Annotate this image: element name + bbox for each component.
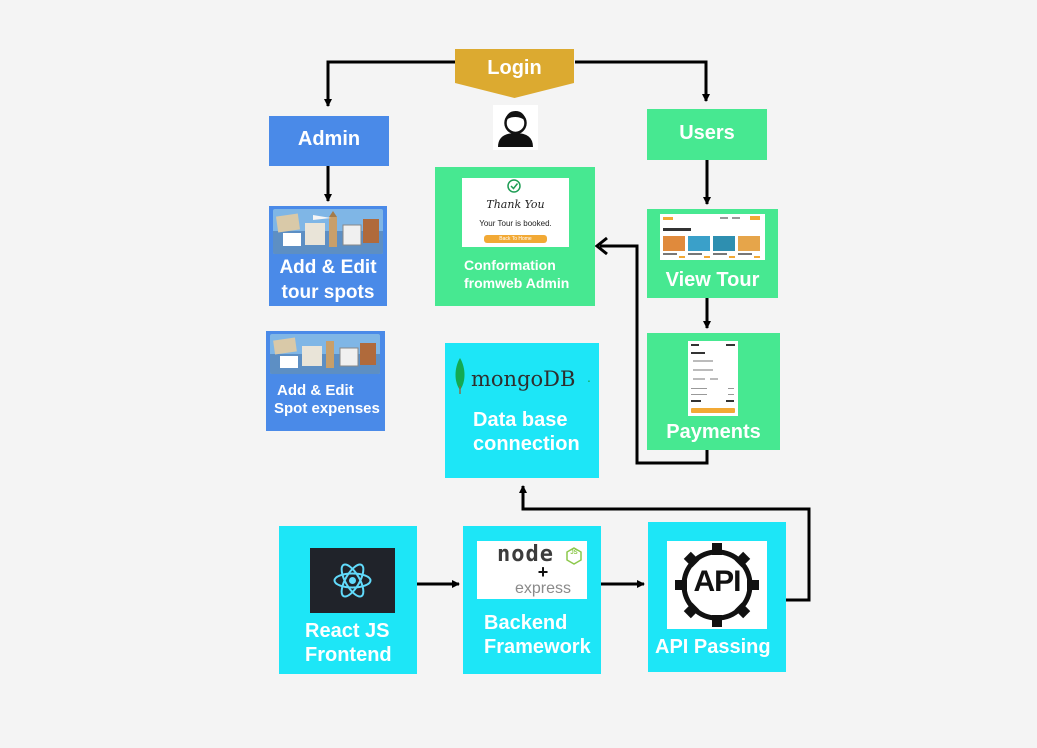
check-circle-icon	[507, 179, 521, 193]
open-arrowhead-confirmation	[594, 236, 608, 256]
database-label-1: Data base	[473, 409, 568, 431]
react-atom-icon	[333, 563, 372, 598]
thank-you-script: Thank You	[486, 198, 545, 211]
user-avatar	[493, 105, 538, 150]
back-home-button: Back To Home	[484, 235, 547, 243]
add-edit-tour-spots-node: Add & Edit tour spots	[269, 206, 387, 306]
react-label-2: Frontend	[305, 644, 392, 666]
database-node: mongoDB . Data base connection	[445, 343, 599, 478]
login-label: Login	[487, 57, 542, 79]
travel-collage-icon	[270, 334, 380, 374]
payment-form-screenshot	[688, 341, 738, 416]
confirmation-node: Thank You Your Tour is booked. Back To H…	[435, 167, 595, 306]
react-label-1: React JS	[305, 620, 390, 642]
api-gear-icon	[675, 543, 759, 627]
react-logo-tile	[310, 548, 395, 613]
users-node: Users	[647, 109, 767, 160]
person-icon	[498, 111, 533, 147]
express-logo-text: express	[514, 580, 572, 597]
confirmation-label-2: fromweb Admin	[464, 275, 570, 291]
travel-collage-image	[273, 209, 383, 254]
js-hexagon-icon	[566, 547, 582, 565]
arrow-login-to-users	[575, 60, 710, 102]
api-node: API API Passing	[648, 522, 786, 672]
tour-listing-icon	[663, 216, 760, 258]
admin-label: Admin	[297, 128, 361, 150]
api-logo-tile: API	[667, 541, 767, 629]
travel-collage-icon	[273, 209, 383, 254]
users-label: Users	[679, 122, 735, 144]
add-edit-spots-label-1: Add & Edit	[279, 257, 377, 278]
add-edit-spots-label-2: tour spots	[281, 282, 375, 303]
api-label: API Passing	[655, 636, 771, 658]
add-edit-expenses-label-1: Add & Edit	[277, 382, 354, 399]
payments-label: Payments	[666, 421, 761, 443]
react-node: React JS Frontend	[279, 526, 417, 674]
node-logo-text: node	[497, 542, 554, 567]
payment-form-icon	[691, 344, 735, 413]
api-logo-text: API	[693, 565, 741, 598]
login-banner-shape	[455, 49, 574, 98]
tour-listing-screenshot	[660, 214, 765, 260]
node-js-badge: JS	[570, 550, 578, 556]
view-tour-node: View Tour	[647, 209, 778, 298]
confirmation-label-1: Conformation	[464, 257, 556, 273]
add-edit-spot-expenses-node: Add & Edit Spot expenses	[266, 331, 385, 431]
backend-label-1: Backend	[484, 612, 568, 634]
admin-node: Admin	[269, 116, 389, 166]
mongodb-leaf-icon	[455, 358, 465, 394]
backend-label-2: Framework	[484, 636, 591, 658]
view-tour-label: View Tour	[665, 269, 760, 291]
travel-collage-image-2	[270, 334, 380, 374]
arrow-login-to-admin	[324, 60, 458, 107]
payments-node: Payments	[647, 333, 780, 450]
plus-sign: +	[537, 562, 549, 582]
arrow-api-to-database	[519, 485, 811, 602]
mongodb-logo-mark: .	[587, 369, 591, 385]
arrow-payments-to-confirmation	[600, 244, 709, 465]
add-edit-expenses-label-2: Spot expenses	[274, 400, 380, 417]
mongodb-logo-text: mongoDB	[471, 367, 576, 391]
login-node: Login	[455, 49, 574, 98]
thank-you-card: Thank You Your Tour is booked. Back To H…	[462, 178, 569, 247]
database-label-2: connection	[473, 433, 580, 455]
node-express-logo-tile: node JS + express	[477, 541, 587, 599]
thank-you-message: Your Tour is booked.	[479, 219, 552, 228]
backend-node: node JS + express Backend Framework	[463, 526, 601, 674]
